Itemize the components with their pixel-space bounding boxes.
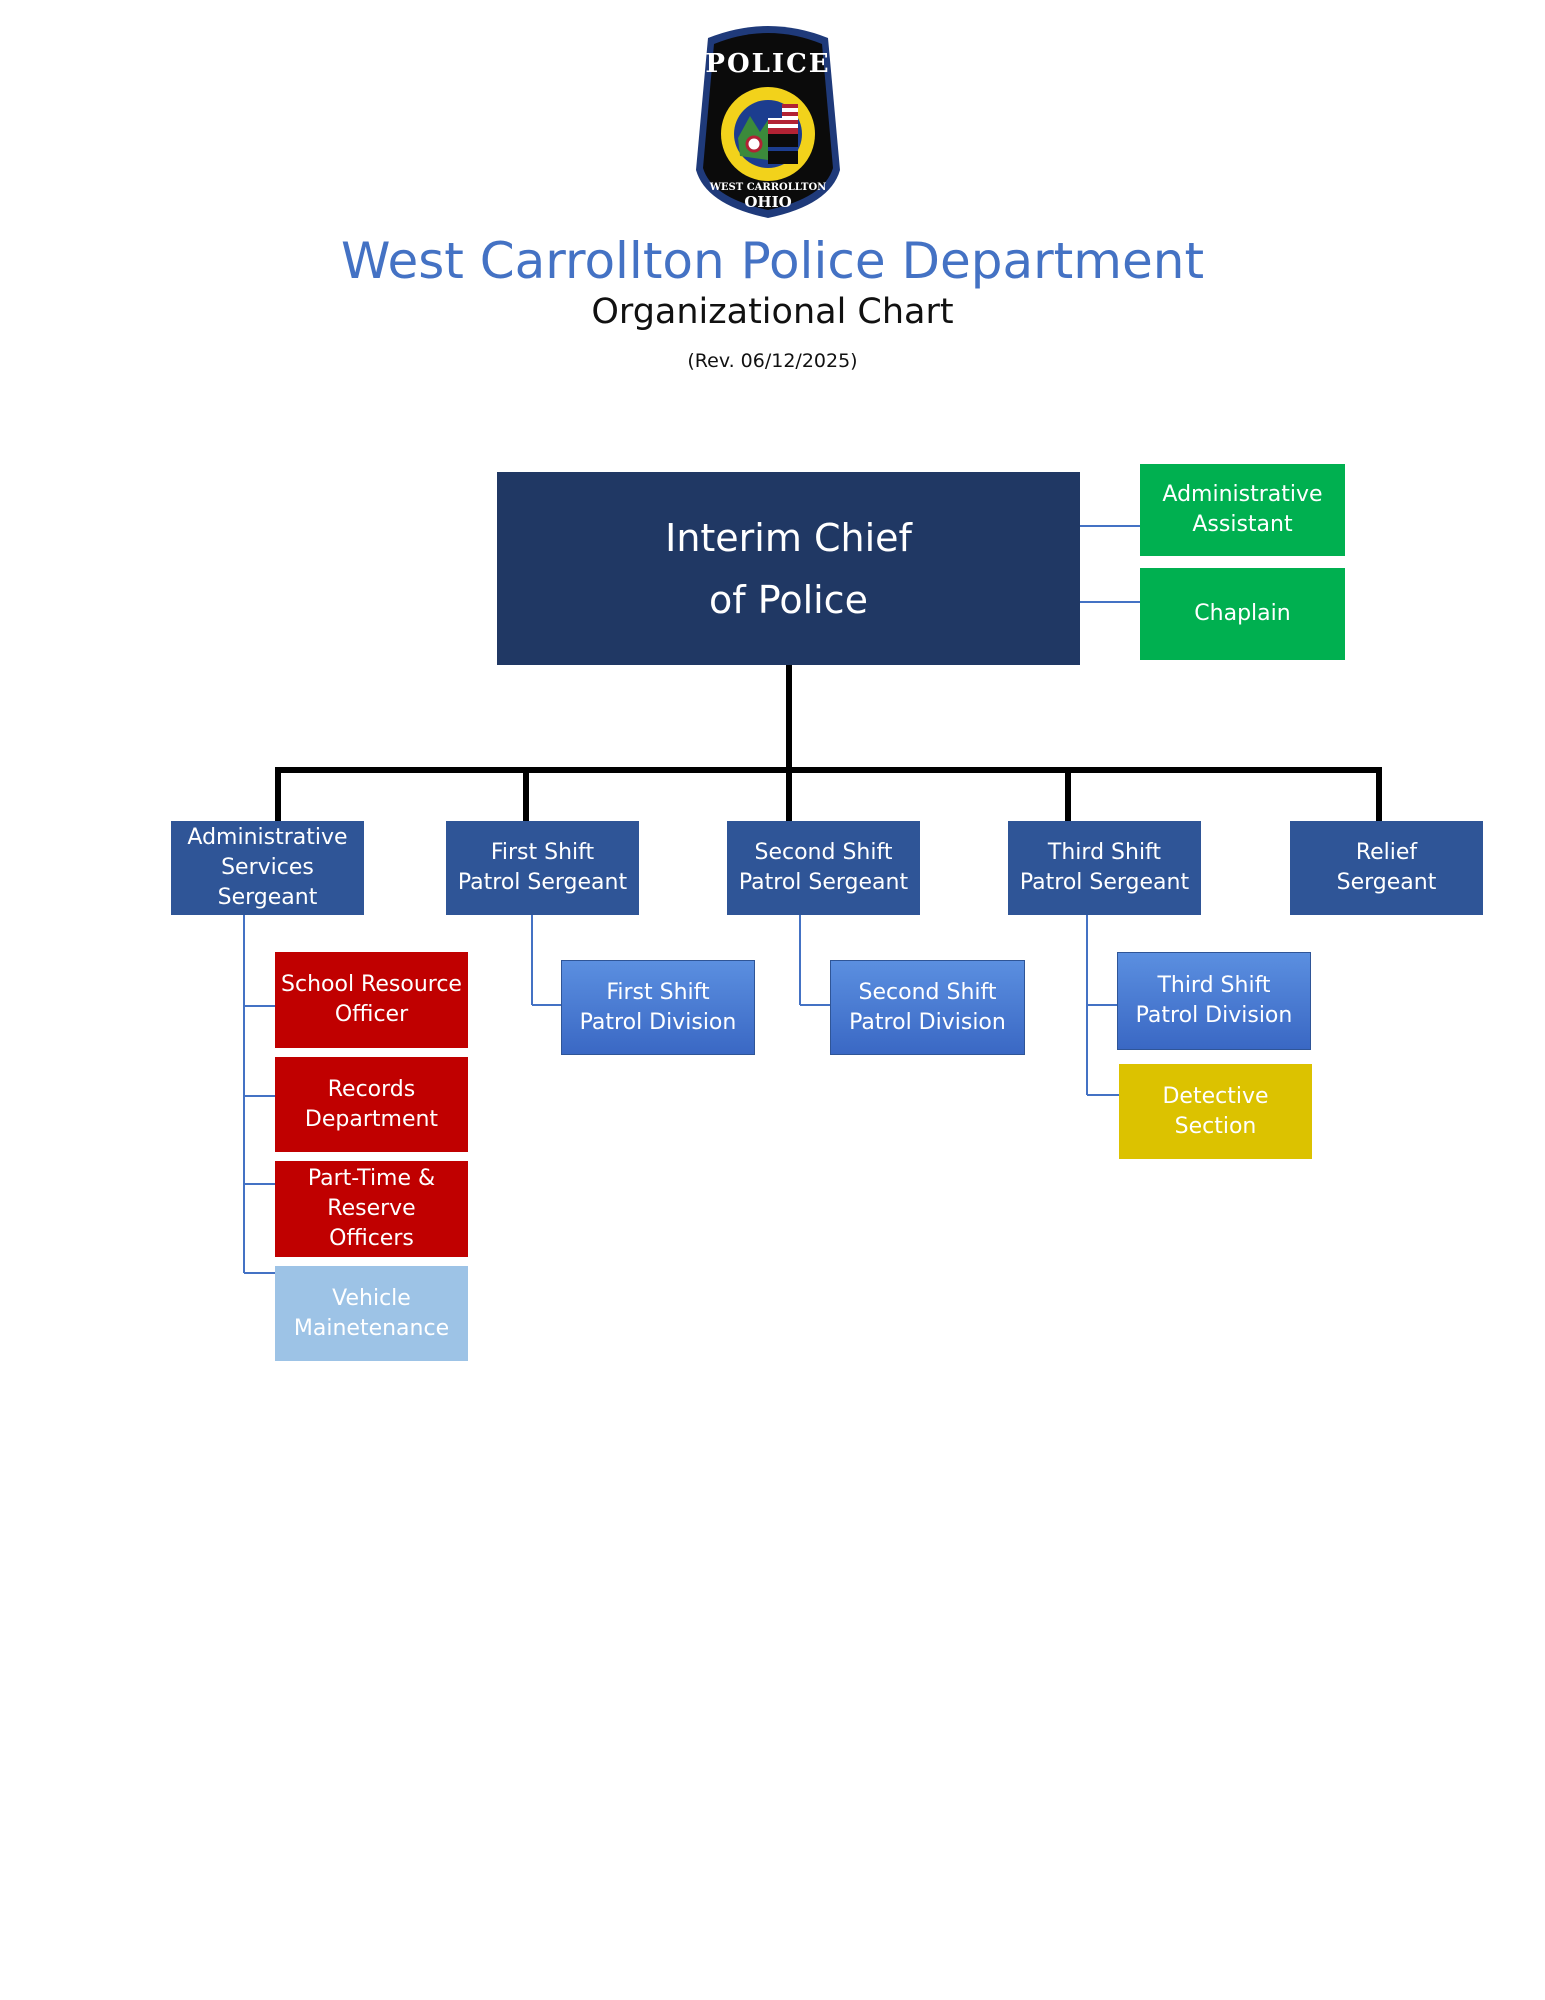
relief-sergeant-box: Relief Sergeant — [1290, 821, 1483, 915]
second-shift-patrol-sergeant-box: Second Shift Patrol Sergeant — [727, 821, 920, 915]
page-subtitle: Organizational Chart — [591, 292, 954, 332]
badge-bottom-text-2: OHIO — [744, 193, 791, 211]
school-resource-officer-box: School Resource Officer — [275, 952, 468, 1048]
records-department-box: Records Department — [275, 1057, 468, 1152]
badge-bottom-text-1: WEST CARROLLTON — [709, 182, 827, 193]
third-shift-patrol-division-box: Third Shift Patrol Division — [1117, 952, 1311, 1050]
administrative-services-sergeant-box: Administrative Services Sergeant — [171, 821, 364, 915]
part-time-reserve-officers-box: Part-Time & Reserve Officers — [275, 1161, 468, 1257]
chief-of-police-box: Interim Chief of Police — [497, 472, 1080, 665]
administrative-assistant-box: Administrative Assistant — [1140, 464, 1345, 556]
second-shift-patrol-division-box: Second Shift Patrol Division — [830, 960, 1025, 1055]
detective-section-box: Detective Section — [1119, 1064, 1312, 1159]
badge-top-text: POLICE — [705, 49, 830, 79]
first-shift-patrol-sergeant-box: First Shift Patrol Sergeant — [446, 821, 639, 915]
police-badge-logo: POLICE WEST CARROLLTON OHIO — [696, 26, 840, 218]
third-shift-patrol-sergeant-box: Third Shift Patrol Sergeant — [1008, 821, 1201, 915]
revision-date: (Rev. 06/12/2025) — [687, 350, 858, 372]
page-title: West Carrollton Police Department — [340, 232, 1205, 290]
vehicle-maintenance-box: Vehicle Mainetenance — [275, 1266, 468, 1361]
chaplain-box: Chaplain — [1140, 568, 1345, 660]
first-shift-patrol-division-box: First Shift Patrol Division — [561, 960, 755, 1055]
